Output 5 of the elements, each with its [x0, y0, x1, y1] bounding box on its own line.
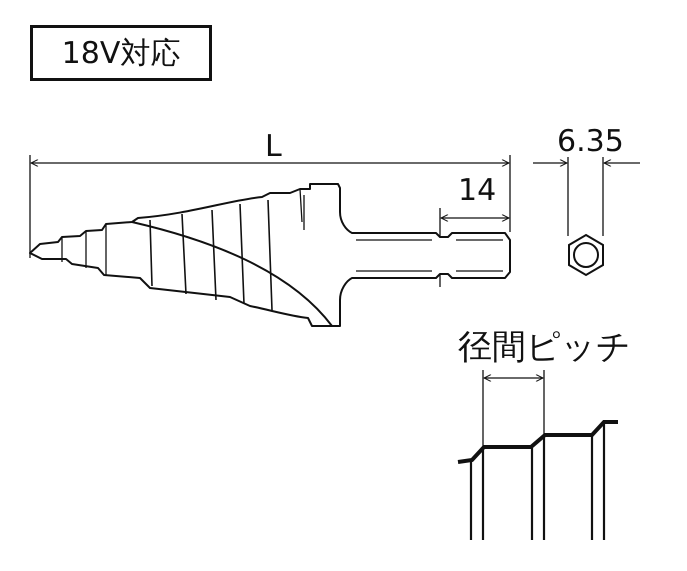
dimension-label: L [265, 132, 282, 162]
label-box: 18V対応 [30, 25, 212, 81]
dimension-label: 6.35 [557, 127, 624, 157]
pitch-label: 径間ピッチ [458, 330, 631, 364]
dimension-label: 14 [458, 176, 496, 206]
